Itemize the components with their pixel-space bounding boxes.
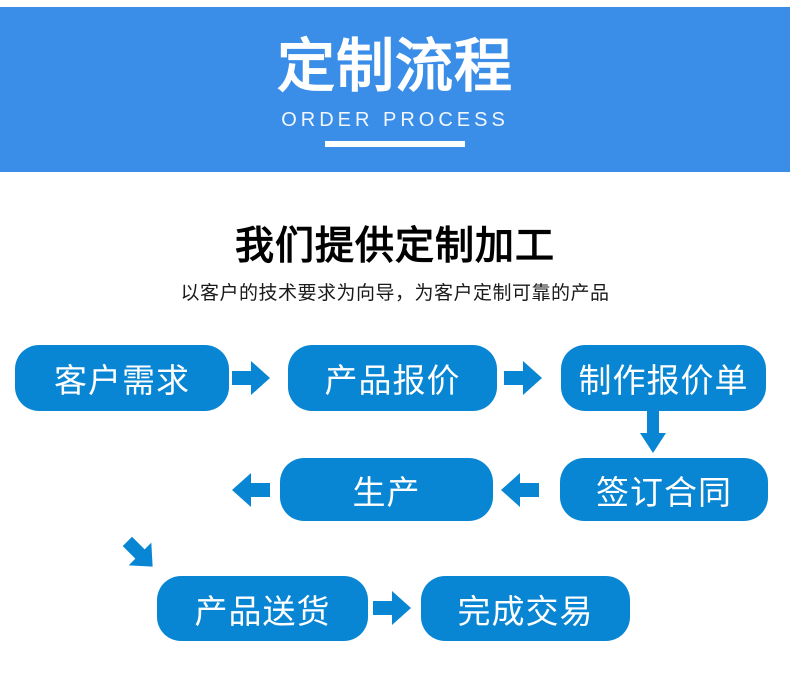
banner-underline-bar — [325, 141, 465, 147]
flow-node-product-quote: 产品报价 — [288, 345, 497, 411]
flow-node-make-quotation: 制作报价单 — [561, 345, 766, 411]
section-heading: 我们提供定制加工 — [234, 225, 555, 268]
arrow-right-icon — [373, 591, 411, 625]
banner: 定制流程 ORDER PROCESS — [0, 7, 790, 172]
flow-node-complete-transaction: 完成交易 — [421, 576, 630, 641]
section-subheading: 以客户的技术要求为向导，为客户定制可靠的产品 — [180, 283, 610, 304]
arrow-right-icon — [232, 361, 270, 395]
banner-title: 定制流程 — [276, 34, 513, 99]
arrow-down-right-icon — [116, 530, 164, 578]
arrow-left-icon — [501, 473, 539, 507]
flow-node-customer-demand: 客户需求 — [15, 345, 229, 411]
arrow-down-icon — [640, 411, 666, 453]
arrow-right-icon — [504, 361, 542, 395]
banner-subtitle: ORDER PROCESS — [281, 109, 509, 131]
flow-node-product-delivery: 产品送货 — [157, 576, 368, 641]
arrow-left-icon — [232, 473, 270, 507]
flow-node-sign-contract: 签订合同 — [560, 458, 768, 521]
flow-node-production: 生产 — [280, 458, 493, 521]
